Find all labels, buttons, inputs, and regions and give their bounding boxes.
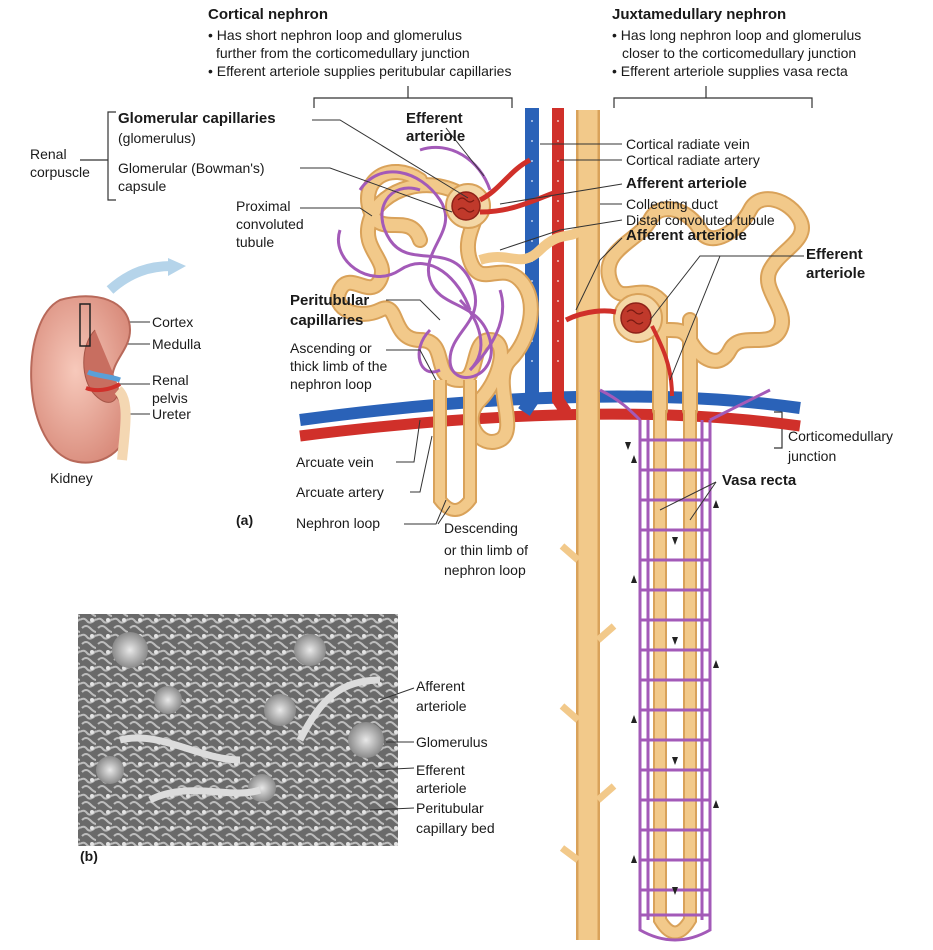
micro-peritubular-1: Peritubular <box>416 800 484 817</box>
micro-afferent-1: Afferent <box>416 678 465 695</box>
kidney-pelvis-label: pelvis <box>152 390 188 407</box>
label-corpuscle: corpuscle <box>30 164 90 181</box>
juxta-bullet-2: • Efferent arteriole supplies vasa recta <box>612 63 848 80</box>
juxta-nephron-title: Juxtamedullary nephron <box>612 6 786 23</box>
label-bowmans: Glomerular (Bowman's) <box>118 160 265 177</box>
label-glomerulus-paren: (glomerulus) <box>118 130 196 147</box>
label-efferent-top-2: arteriole <box>406 128 465 145</box>
kidney-ureter-label: Ureter <box>152 406 191 423</box>
micro-glomerulus: Glomerulus <box>416 734 488 751</box>
label-corticomedullary-2: junction <box>788 448 836 465</box>
label-descending-2: or thin limb of <box>444 542 528 559</box>
label-cortical-radiate-artery: Cortical radiate artery <box>626 152 760 169</box>
label-efferent-top-1: Efferent <box>406 110 463 127</box>
label-proximal-3: tubule <box>236 234 274 251</box>
kidney-illustration <box>31 258 186 463</box>
sem-micrograph <box>78 614 398 846</box>
label-ascending-1: Ascending or <box>290 340 372 357</box>
micro-peritubular-2: capillary bed <box>416 820 495 837</box>
cortical-bullet-1b: further from the corticomedullary juncti… <box>216 45 470 62</box>
kidney-renal-label: Renal <box>152 372 189 389</box>
label-vasa-recta: Vasa recta <box>722 472 796 489</box>
label-arcuate-artery: Arcuate artery <box>296 484 384 501</box>
label-afferent-1: Afferent arteriole <box>626 175 747 192</box>
label-renal: Renal <box>30 146 67 163</box>
label-afferent-2: Afferent arteriole <box>626 227 747 244</box>
juxta-bullet-1b: closer to the corticomedullary junction <box>622 45 856 62</box>
kidney-medulla-label: Medulla <box>152 336 201 353</box>
label-glomerular-capillaries: Glomerular capillaries <box>118 110 276 127</box>
cortical-radiate-artery <box>558 108 566 412</box>
renal-corpuscle-bracket <box>80 112 116 200</box>
label-efferent-right-2: arteriole <box>806 265 865 282</box>
label-ascending-2: thick limb of the <box>290 358 387 375</box>
kidney-caption: Kidney <box>50 470 93 487</box>
micro-afferent-2: arteriole <box>416 698 467 715</box>
label-descending-1: Descending <box>444 520 518 537</box>
cortical-glomerulus <box>446 160 556 228</box>
label-arcuate-vein: Arcuate vein <box>296 454 374 471</box>
label-corticomedullary-1: Corticomedullary <box>788 428 893 445</box>
label-peritubular-2: capillaries <box>290 312 363 329</box>
label-bowmans-2: capsule <box>118 178 166 195</box>
label-descending-3: nephron loop <box>444 562 526 579</box>
label-efferent-right-1: Efferent <box>806 246 863 263</box>
label-cortical-radiate-vein: Cortical radiate vein <box>626 136 750 153</box>
juxta-bullet-1: • Has long nephron loop and glomerulus <box>612 27 861 44</box>
label-ascending-3: nephron loop <box>290 376 372 393</box>
arcuate-artery <box>300 414 800 436</box>
label-nephron-loop: Nephron loop <box>296 515 380 532</box>
cortical-nephron-title: Cortical nephron <box>208 6 328 23</box>
label-proximal-2: convoluted <box>236 216 304 233</box>
part-a-label: (a) <box>236 512 253 529</box>
micro-efferent-1: Efferent <box>416 762 465 779</box>
label-proximal-1: Proximal <box>236 198 290 215</box>
part-b-label: (b) <box>80 848 98 865</box>
label-peritubular-1: Peritubular <box>290 292 369 309</box>
cortical-bracket <box>314 86 512 108</box>
cortical-bullet-2: • Efferent arteriole supplies peritubula… <box>208 63 511 80</box>
kidney-cortex-label: Cortex <box>152 314 193 331</box>
micro-efferent-2: arteriole <box>416 780 467 797</box>
juxta-bracket <box>614 86 812 108</box>
cortical-bullet-1: • Has short nephron loop and glomerulus <box>208 27 462 44</box>
label-collecting-duct: Collecting duct <box>626 196 718 213</box>
